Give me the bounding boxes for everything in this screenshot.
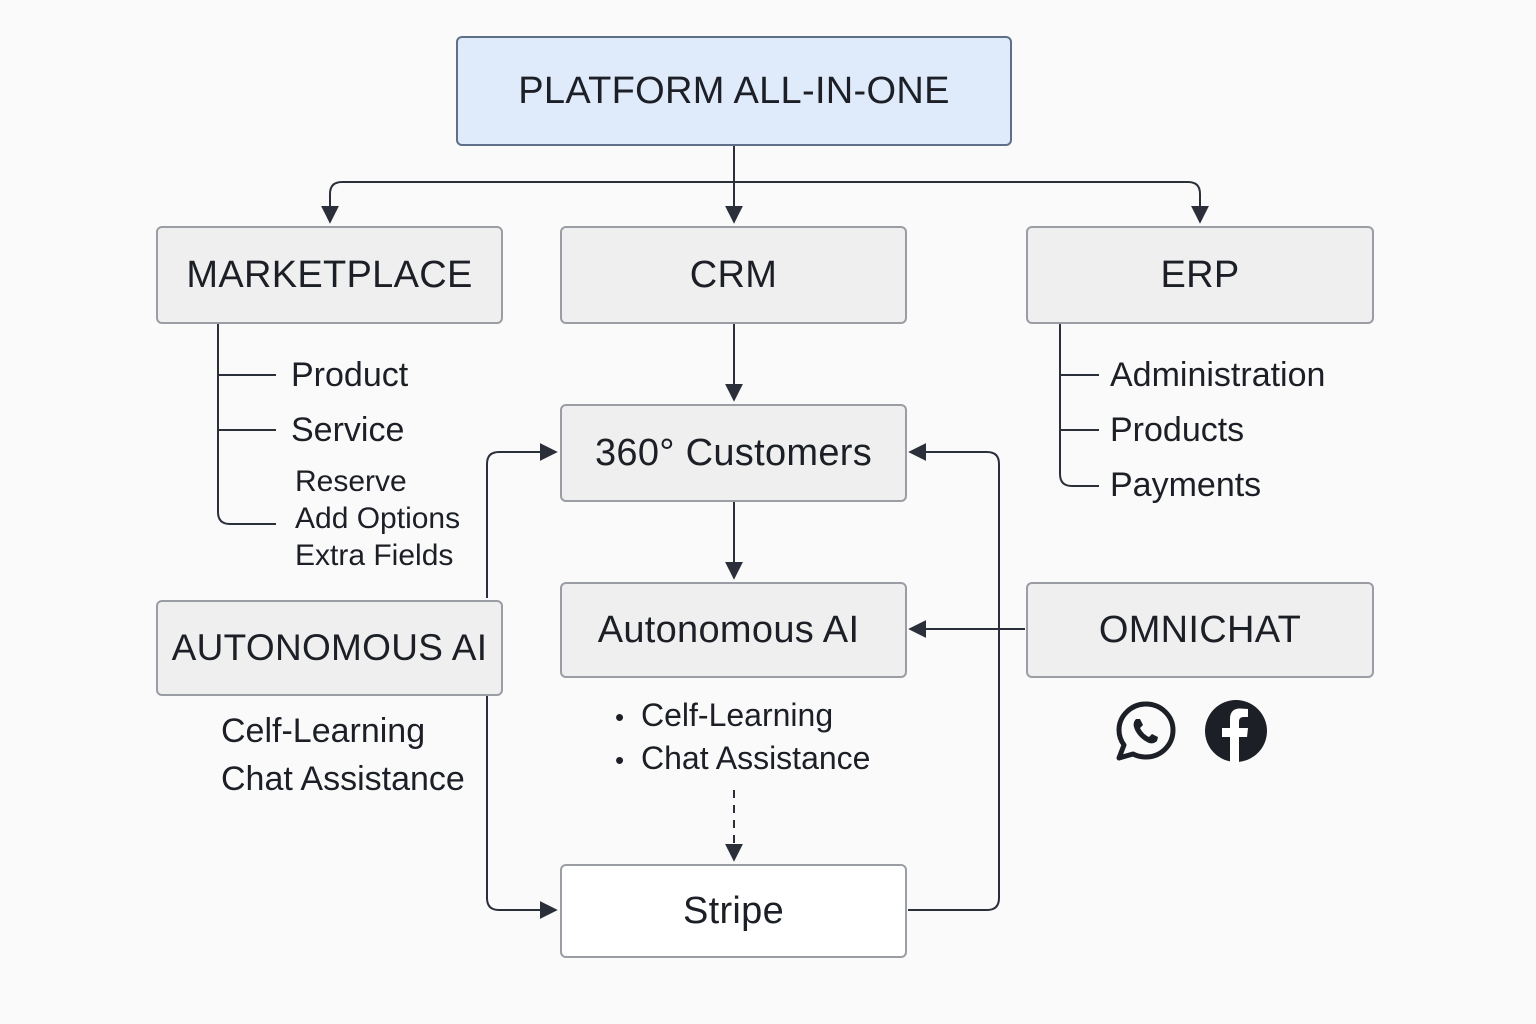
- marketplace-node[interactable]: MARKETPLACE: [156, 226, 503, 324]
- erp-node[interactable]: ERP: [1026, 226, 1374, 324]
- marketplace-item-reserve: Reserve: [295, 465, 407, 498]
- autonomous-ai-center-node[interactable]: Autonomous AI: [560, 582, 907, 678]
- connector-stripe-customers: [908, 443, 1000, 911]
- left-ai-feature-self-learning: Celf-Learning: [221, 712, 426, 750]
- connector-platform-marketplace: [321, 181, 734, 224]
- left-ai-feature-chat-assistance: Chat Assistance: [221, 760, 465, 798]
- erp-item-payments: Payments: [1110, 466, 1262, 504]
- bullet-dot: •: [615, 702, 625, 732]
- customers-360-node[interactable]: 360° Customers: [560, 404, 907, 502]
- connector-leftai-customers: [486, 443, 558, 598]
- bullet-dot: •: [615, 745, 625, 775]
- whatsapp-icon[interactable]: [1114, 699, 1178, 763]
- erp-item-administration: Administration: [1110, 356, 1326, 394]
- center-ai-feature-label: Celf-Learning: [641, 697, 834, 733]
- crm-node[interactable]: CRM: [560, 226, 907, 324]
- center-ai-feature-chat-assistance: • Chat Assistance: [615, 742, 870, 774]
- platform-node[interactable]: PLATFORM ALL-IN-ONE: [456, 36, 1012, 146]
- marketplace-item-product: Product: [291, 356, 409, 394]
- center-ai-feature-label: Chat Assistance: [641, 740, 871, 776]
- marketplace-item-add-options: Add Options: [295, 502, 461, 535]
- erp-tree-trunk: [1059, 324, 1099, 487]
- connector-platform-erp: [734, 181, 1209, 224]
- facebook-icon[interactable]: [1204, 699, 1268, 763]
- omnichat-node[interactable]: OMNICHAT: [1026, 582, 1374, 678]
- erp-item-products: Products: [1110, 411, 1245, 449]
- marketplace-item-extra-fields: Extra Fields: [295, 539, 454, 572]
- connector-leftai-stripe: [486, 696, 558, 919]
- center-ai-feature-self-learning: • Celf-Learning: [615, 699, 833, 731]
- stripe-node[interactable]: Stripe: [560, 864, 907, 958]
- marketplace-tree-trunk: [217, 324, 276, 525]
- marketplace-item-service: Service: [291, 411, 405, 449]
- autonomous-ai-left-node[interactable]: AUTONOMOUS AI: [156, 600, 503, 696]
